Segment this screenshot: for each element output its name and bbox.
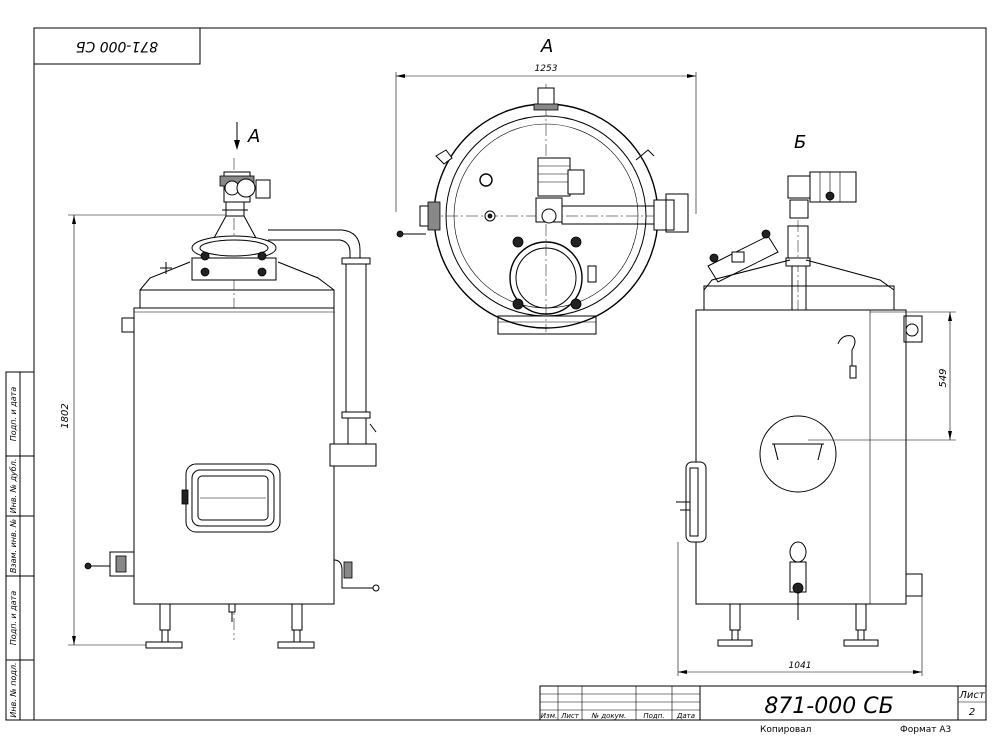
title-block: Изм. Лист № докум. Подп. Дата 871-000 СБ… <box>539 685 987 735</box>
dim-height: 1802 <box>60 403 71 428</box>
side-stamp-cell-4: Подп. и дата <box>9 591 18 646</box>
col-sign: Подп. <box>643 712 664 720</box>
dim-side-height: 549 <box>938 368 949 387</box>
dim-top-width: 1253 <box>535 64 558 74</box>
side-stamp-cell-1: Подп. и дата <box>9 387 18 442</box>
format-label: Формат А3 <box>900 725 951 735</box>
top-stamp-box <box>33 27 201 65</box>
view-a-arrow-label: А <box>247 126 260 147</box>
top-view-a: А 1253 <box>395 36 697 335</box>
side-stamp-cell-5: Инв. № подл. <box>9 662 18 717</box>
top-stamp-text: 871-000 СБ <box>76 38 158 54</box>
col-date: Дата <box>676 712 695 720</box>
side-stamp-cell-2: Инв. № дубл. <box>9 459 18 514</box>
view-b-title: Б <box>794 132 806 153</box>
front-view: А 1802 <box>60 122 380 649</box>
side-stamp-cell-3: Взам. инв. № <box>9 519 18 573</box>
designation: 871-000 СБ <box>764 694 893 719</box>
view-a-title: А <box>540 36 553 57</box>
col-izm: Изм. <box>541 712 557 720</box>
sheet-number: 2 <box>969 707 975 718</box>
sheet-label: Лист <box>958 690 986 701</box>
side-view-b: Б 549 <box>676 132 956 676</box>
side-stamp: Подп. и дата Инв. № дубл. Взам. инв. № П… <box>5 371 35 721</box>
col-list: Лист <box>560 712 580 720</box>
copied-label: Копировал <box>760 725 811 735</box>
dim-side-width: 1041 <box>789 661 812 671</box>
col-doc: № докум. <box>591 712 627 720</box>
